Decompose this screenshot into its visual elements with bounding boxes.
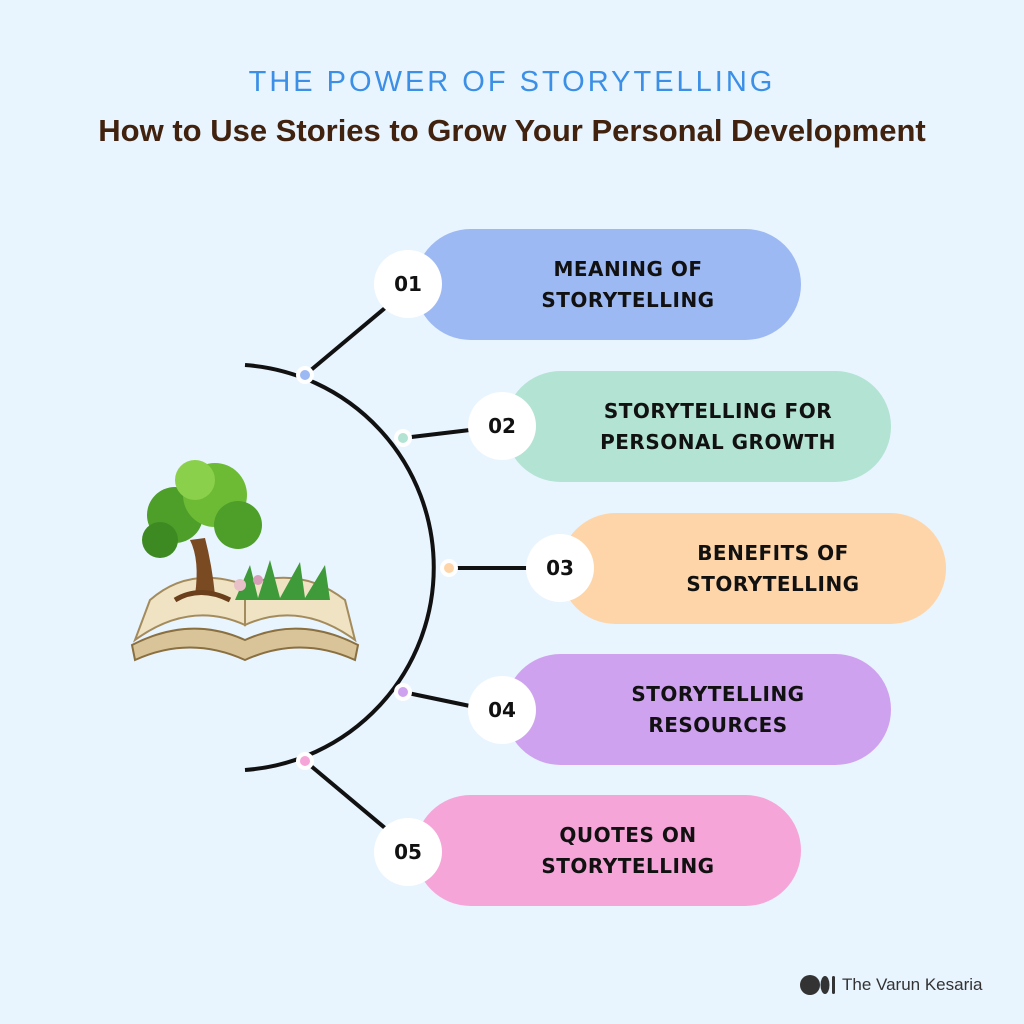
kicker: THE POWER OF STORYTELLING <box>248 66 776 98</box>
step-label: QUOTES ON STORYTELLING <box>541 822 715 878</box>
connector-1 <box>303 306 387 377</box>
logo-icon <box>800 975 835 995</box>
connector-2 <box>402 428 471 440</box>
step-pill-3: BENEFITS OF STORYTELLING <box>560 513 946 624</box>
step-pill-1: MEANING OF STORYTELLING <box>415 229 801 340</box>
node-dot-2 <box>394 429 412 447</box>
node-dot-5 <box>296 752 314 770</box>
node-dot-4 <box>394 683 412 701</box>
step-number: 01 <box>374 250 442 318</box>
step-pill-5: QUOTES ON STORYTELLING <box>415 795 801 906</box>
node-dot-3 <box>440 559 458 577</box>
step-label: STORYTELLING RESOURCES <box>631 681 805 737</box>
node-dot-1 <box>296 366 314 384</box>
connector-5 <box>303 759 387 830</box>
step-label: STORYTELLING FOR PERSONAL GROWTH <box>600 398 836 454</box>
step-number: 05 <box>374 818 442 886</box>
step-number: 02 <box>468 392 536 460</box>
credit: The Varun Kesaria <box>800 974 982 996</box>
book-tree-illustration <box>130 460 360 662</box>
page-title: How to Use Stories to Grow Your Personal… <box>98 113 926 148</box>
credit-text: The Varun Kesaria <box>842 975 983 994</box>
step-label: MEANING OF STORYTELLING <box>541 256 715 312</box>
step-number: 03 <box>526 534 594 602</box>
step-label: BENEFITS OF STORYTELLING <box>686 540 860 596</box>
connector-4 <box>402 690 471 708</box>
arc <box>244 363 436 772</box>
step-number: 04 <box>468 676 536 744</box>
step-pill-4: STORYTELLING RESOURCES <box>505 654 891 765</box>
step-pill-2: STORYTELLING FOR PERSONAL GROWTH <box>505 371 891 482</box>
